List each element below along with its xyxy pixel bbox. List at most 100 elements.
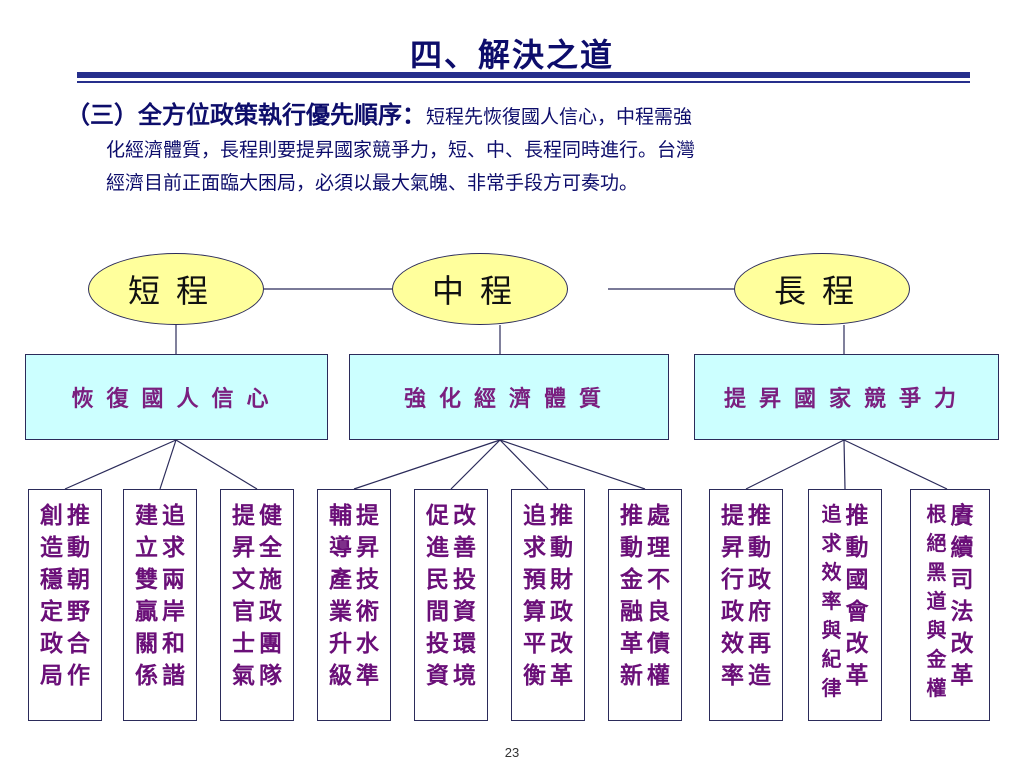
action-char: 政	[721, 598, 744, 625]
action-char: 效	[721, 630, 744, 657]
action-char: 士	[232, 630, 255, 657]
intro-paragraph: （三）全方位政策執行優先順序：短程先恢復國人信心，中程需強 化經濟體質，長程則要…	[66, 98, 986, 200]
action-char: 岸	[162, 598, 185, 625]
goal-long-box: 提昇國家競爭力	[694, 354, 999, 440]
action-column: 賡續司法改革	[951, 500, 974, 720]
action-char: 推	[67, 502, 90, 529]
title-underline-thick	[77, 72, 970, 78]
action-char: 追	[162, 502, 185, 529]
action-char: 造	[748, 662, 771, 689]
action-char: 求	[523, 534, 546, 561]
action-column: 促進民間投資	[426, 500, 449, 720]
action-char: 昇	[356, 534, 379, 561]
action-char: 昇	[232, 534, 255, 561]
action-char: 律	[821, 676, 842, 700]
action-char: 環	[453, 630, 476, 657]
page-number: 23	[504, 745, 520, 760]
action-char: 改	[950, 630, 974, 657]
action-char: 與	[821, 618, 842, 642]
action-char: 處	[647, 502, 670, 529]
action-column: 追求效率與紀律	[822, 500, 842, 720]
action-char: 推	[550, 502, 573, 529]
action-box-mid-3: 推動財政改革 追求預算平衡	[511, 489, 585, 721]
action-char: 氣	[232, 662, 255, 689]
action-char: 會	[845, 598, 869, 625]
action-char: 進	[426, 534, 449, 561]
action-box-mid-4: 處理不良債權 推動金融革新	[608, 489, 682, 721]
action-char: 提	[356, 502, 379, 529]
intro-heading: （三）全方位政策執行優先順序：	[66, 100, 426, 129]
action-char: 輔	[329, 502, 352, 529]
action-char: 昇	[721, 534, 744, 561]
action-char: 贏	[135, 598, 158, 625]
action-char: 追	[523, 502, 546, 529]
action-char: 施	[259, 566, 282, 593]
action-char: 政	[550, 598, 573, 625]
action-char: 術	[356, 598, 379, 625]
action-column: 提昇行政效率	[721, 500, 744, 720]
slide-title: 四、解決之道	[409, 36, 614, 74]
action-char: 野	[67, 598, 90, 625]
action-char: 導	[329, 534, 352, 561]
intro-text-line2: 化經濟體質，長程則要提昇國家競爭力，短、中、長程同時進行。台灣	[106, 139, 696, 161]
action-box-long-2: 推動國會改革 追求效率與紀律	[808, 489, 882, 721]
action-char: 革	[950, 662, 974, 689]
action-char: 動	[620, 534, 643, 561]
action-char: 投	[426, 630, 449, 657]
action-column: 輔導產業升級	[329, 500, 352, 720]
action-char: 兩	[162, 566, 185, 593]
action-char: 推	[845, 502, 869, 529]
action-char: 間	[426, 598, 449, 625]
action-char: 促	[426, 502, 449, 529]
action-box-long-3: 賡續司法改革 根絕黑道與金權	[910, 489, 990, 721]
action-column: 創造穩定政局	[40, 500, 63, 720]
action-column: 提昇文官士氣	[232, 500, 255, 720]
connector-goal3-a2	[843, 439, 846, 490]
action-char: 動	[845, 534, 869, 561]
intro-text-line3: 經濟目前正面臨大困局，必須以最大氣魄、非常手段方可奏功。	[106, 172, 639, 194]
action-char: 造	[40, 534, 63, 561]
action-char: 水	[356, 630, 379, 657]
action-column: 推動國會改革	[846, 500, 869, 720]
action-char: 推	[620, 502, 643, 529]
action-char: 率	[821, 589, 842, 613]
action-char: 動	[67, 534, 90, 561]
action-char: 行	[721, 566, 744, 593]
action-char: 朝	[67, 566, 90, 593]
action-char: 權	[926, 676, 947, 700]
action-char: 穩	[40, 566, 63, 593]
action-char: 絕	[926, 531, 947, 555]
action-box-mid-2: 改善投資環境 促進民間投資	[414, 489, 488, 721]
action-char: 全	[259, 534, 282, 561]
action-char: 境	[453, 662, 476, 689]
action-char: 求	[821, 531, 842, 555]
action-char: 衡	[523, 662, 546, 689]
action-char: 道	[926, 589, 947, 613]
connector-goal2-a3	[499, 439, 549, 490]
action-char: 和	[162, 630, 185, 657]
intro-text-line1: 短程先恢復國人信心，中程需強	[426, 106, 693, 128]
action-column: 推動政府再造	[748, 500, 771, 720]
action-char: 新	[620, 662, 643, 689]
action-char: 動	[550, 534, 573, 561]
action-char: 團	[259, 630, 282, 657]
action-column: 建立雙贏關係	[135, 500, 158, 720]
action-box-short-3: 健全施政團隊 提昇文官士氣	[220, 489, 294, 721]
action-char: 作	[67, 662, 90, 689]
action-char: 合	[67, 630, 90, 657]
action-char: 定	[40, 598, 63, 625]
action-char: 政	[259, 598, 282, 625]
action-char: 健	[259, 502, 282, 529]
action-char: 預	[523, 566, 546, 593]
action-char: 產	[329, 566, 352, 593]
action-column: 處理不良債權	[647, 500, 670, 720]
action-box-short-2: 追求兩岸和諧 建立雙贏關係	[123, 489, 197, 721]
action-char: 隊	[259, 662, 282, 689]
connector-goal3-a3	[843, 439, 948, 490]
action-char: 建	[135, 502, 158, 529]
action-char: 推	[748, 502, 771, 529]
connector-goal3-a1	[745, 439, 845, 490]
action-char: 理	[647, 534, 670, 561]
action-char: 革	[845, 662, 869, 689]
connector-goal1-a2	[159, 439, 177, 490]
